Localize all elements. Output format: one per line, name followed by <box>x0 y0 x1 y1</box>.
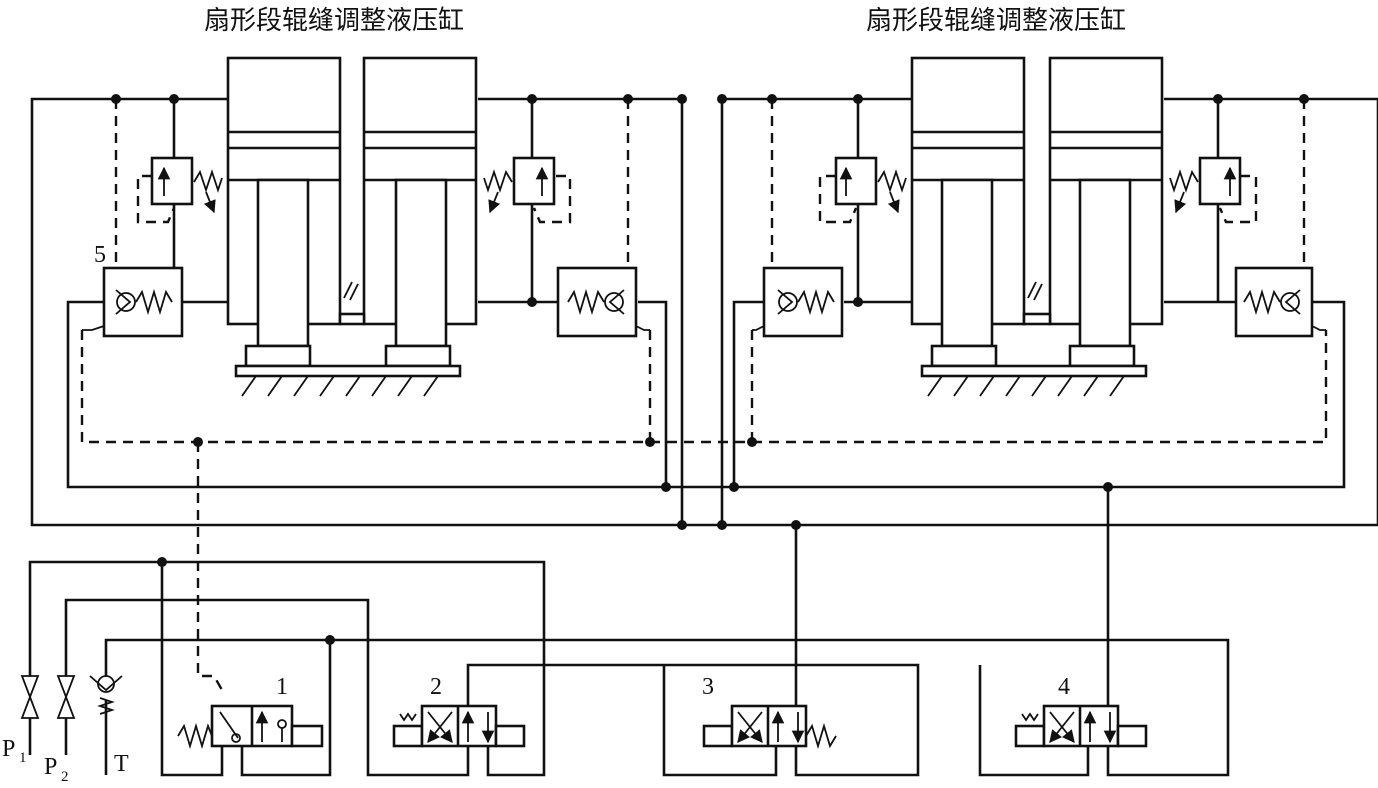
valve-1-label: 1 <box>276 674 288 700</box>
pilot-check-valve-left-2 <box>556 266 650 338</box>
directional-valve-1 <box>177 704 324 750</box>
directional-valve-4 <box>1014 704 1148 748</box>
valve-2-label: 2 <box>430 674 442 700</box>
tank-label: T <box>114 751 129 777</box>
left-cylinder-group <box>226 56 478 397</box>
pilot-check-valve-5 <box>82 266 184 338</box>
left-cylinder-group-title: 扇形段辊缝调整液压缸 <box>204 6 465 36</box>
tank-check-valve <box>89 675 123 715</box>
junction-dots <box>111 94 1309 645</box>
valve-5-label: 5 <box>94 242 106 268</box>
pilot-lines <box>80 99 1328 691</box>
pilot-check-valve-right-1 <box>752 266 844 338</box>
right-cylinder-group-title: 扇形段辊缝调整液压缸 <box>866 6 1127 36</box>
p2-subscript: 2 <box>61 769 69 785</box>
directional-valve-2 <box>392 704 526 748</box>
p2-label: P <box>44 754 57 780</box>
relief-valve-right-1 <box>834 156 907 214</box>
directional-valve-3 <box>702 704 837 750</box>
relief-valve-left-2 <box>483 156 556 214</box>
main-pipelines <box>28 97 1378 777</box>
relief-valve-right-2 <box>1169 156 1242 214</box>
right-cylinder-group <box>910 56 1164 397</box>
p1-label: P <box>2 736 15 762</box>
relief-valve-left-1 <box>150 156 223 214</box>
valve-3-label: 3 <box>702 674 714 700</box>
p2-stop-valve <box>56 675 76 719</box>
p1-stop-valve <box>20 675 40 719</box>
pilot-check-valve-right-2 <box>1234 266 1326 338</box>
p1-subscript: 1 <box>19 750 27 766</box>
valve-4-label: 4 <box>1058 674 1070 700</box>
